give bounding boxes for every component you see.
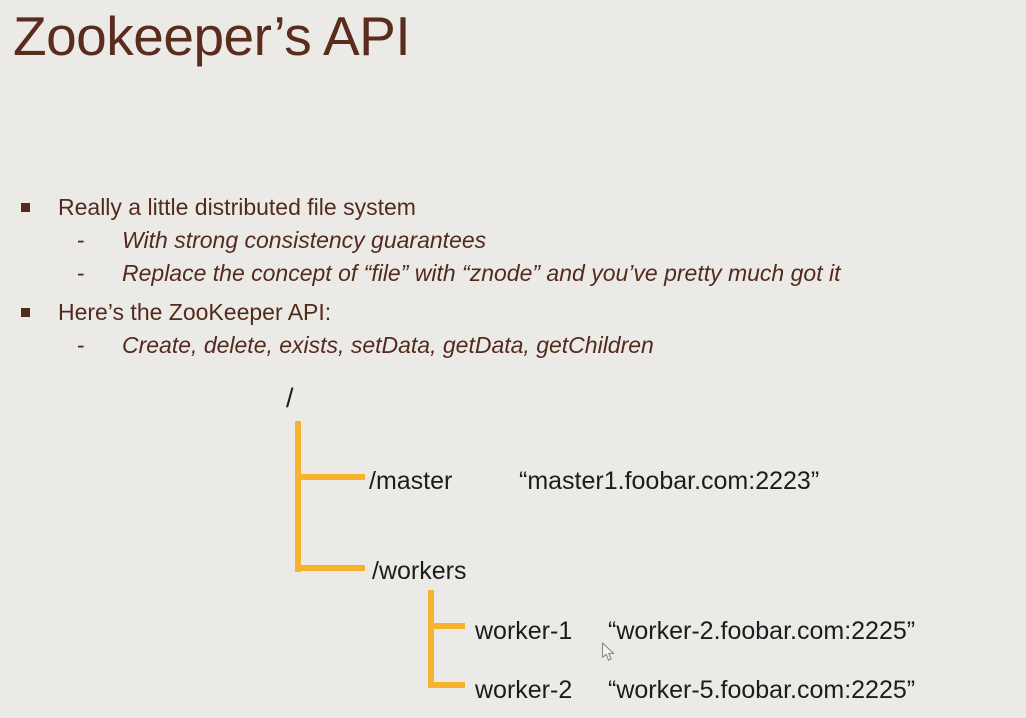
tree-node-worker-2: worker-2 <box>475 676 573 704</box>
tree-connector-branch-worker-1 <box>428 623 465 629</box>
tree-node-workers: /workers <box>372 557 467 585</box>
dash-bullet-icon: - <box>77 259 85 286</box>
tree-root-label: / <box>286 383 294 413</box>
tree-connector-branch-worker-2 <box>428 682 465 688</box>
sub-bullet-text: With strong consistency guarantees <box>122 226 487 253</box>
tree-node-worker-1-value: “worker-2.foobar.com:2225” <box>608 617 916 645</box>
tree-connector-vertical-root <box>295 421 301 572</box>
sub-bullet-text: Replace the concept of “file” with “znod… <box>122 259 841 286</box>
sub-bullet-text: Create, delete, exists, setData, getData… <box>122 331 654 358</box>
tree-connector-branch-workers <box>295 565 365 571</box>
sub-bullet-item: - Create, delete, exists, setData, getDa… <box>77 331 654 359</box>
tree-node-master: /master <box>369 467 453 495</box>
tree-node-master-value: “master1.foobar.com:2223” <box>519 467 820 495</box>
slide-title: Zookeeper’s API <box>13 5 411 67</box>
dash-bullet-icon: - <box>77 226 85 253</box>
dash-bullet-icon: - <box>77 331 85 358</box>
tree-node-worker-1: worker-1 <box>475 617 573 645</box>
bullet-text: Here’s the ZooKeeper API: <box>58 298 332 325</box>
bullet-item: Really a little distributed file system <box>21 193 416 221</box>
sub-bullet-item: - With strong consistency guarantees <box>77 226 486 254</box>
tree-connector-vertical-workers <box>428 590 434 688</box>
square-bullet-icon <box>21 202 30 212</box>
square-bullet-icon <box>21 307 30 317</box>
bullet-item: Here’s the ZooKeeper API: <box>21 298 331 326</box>
mouse-cursor-icon <box>601 642 615 661</box>
tree-node-worker-2-value: “worker-5.foobar.com:2225” <box>608 676 916 704</box>
bullet-text: Really a little distributed file system <box>58 193 416 220</box>
tree-connector-branch-master <box>295 474 365 480</box>
sub-bullet-item: - Replace the concept of “file” with “zn… <box>77 259 840 287</box>
